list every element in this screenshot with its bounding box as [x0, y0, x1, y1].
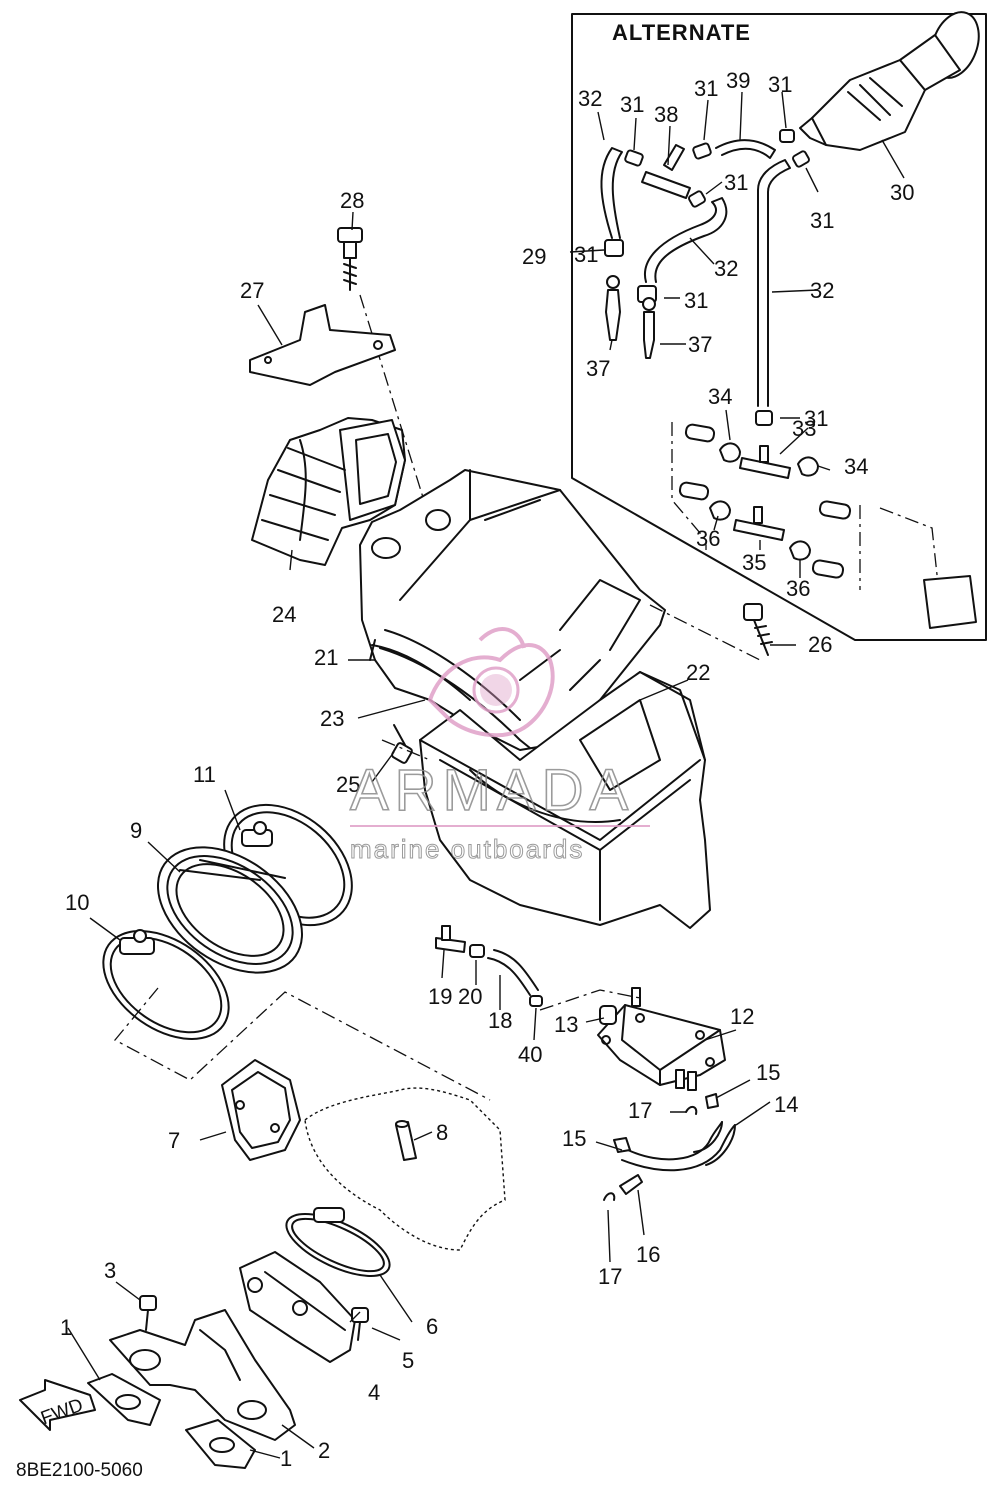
fuel-line-parts — [603, 1093, 736, 1201]
callout-32-c: 32 — [810, 278, 834, 303]
callout-16: 16 — [636, 1242, 660, 1267]
silencer-duct-24-part — [251, 417, 406, 566]
clamp-6-part — [285, 1207, 391, 1277]
bolt-25-part — [381, 724, 431, 764]
callout-leaders — [67, 211, 796, 1459]
callout-10: 10 — [65, 890, 89, 915]
callout-36-b: 36 — [786, 576, 810, 601]
callout-20: 20 — [458, 984, 482, 1009]
fwd-arrow-icon: FWD — [19, 1379, 96, 1431]
callout-25: 25 — [336, 772, 360, 797]
watermark-logo-icon — [427, 627, 555, 738]
callout-39: 39 — [726, 68, 750, 93]
callout-34-b: 34 — [844, 454, 868, 479]
callout-18: 18 — [488, 1008, 512, 1033]
drawing-code: 8BE2100-5060 — [16, 1460, 143, 1481]
callout-7: 7 — [168, 1128, 180, 1153]
callout-14: 14 — [774, 1092, 798, 1117]
silencer-case-21-part — [359, 469, 666, 751]
callout-31-c: 31 — [768, 72, 792, 97]
callout-9: 9 — [130, 818, 142, 843]
callout-37-right: 37 — [688, 332, 712, 357]
callout-3: 3 — [104, 1258, 116, 1283]
callout-6: 6 — [426, 1314, 438, 1339]
lower-inset-parts — [671, 422, 977, 629]
callout-8: 8 — [436, 1120, 448, 1145]
callout-31-b: 31 — [694, 76, 718, 101]
callout-5: 5 — [402, 1348, 414, 1373]
callout-17-upper: 17 — [628, 1098, 652, 1123]
callout-1-lower: 1 — [280, 1446, 292, 1471]
fuel-pump-12-part — [597, 987, 726, 1091]
callout-1-upper: 1 — [60, 1315, 72, 1340]
callout-21: 21 — [314, 645, 338, 670]
joint-4-part — [239, 1251, 356, 1363]
callout-26: 26 — [808, 632, 832, 657]
t-joint-part — [641, 144, 691, 199]
fitting-parts — [435, 925, 641, 1011]
callout-23: 23 — [320, 706, 344, 731]
callout-32-a: 32 — [578, 86, 602, 111]
callout-27: 27 — [240, 278, 264, 303]
callout-4: 4 — [368, 1380, 380, 1405]
callout-11: 11 — [193, 762, 216, 787]
callout-2: 2 — [318, 1438, 330, 1463]
bracket-27-part — [249, 304, 396, 386]
hose-8-part — [395, 1120, 417, 1161]
callout-28: 28 — [340, 188, 364, 213]
manifold-2-part — [109, 1309, 296, 1441]
callout-31-h: 31 — [804, 406, 828, 431]
callout-34-a: 34 — [708, 384, 732, 409]
callout-32-b: 32 — [714, 256, 738, 281]
inset-leaders — [569, 91, 905, 578]
nut-13-part — [599, 1005, 617, 1025]
callout-31-a: 31 — [620, 92, 644, 117]
watermark-tagline: marine outboards — [350, 834, 584, 864]
callout-33: 33 — [792, 416, 816, 441]
callout-labels: 28 27 24 21 23 22 25 26 11 9 10 7 8 3 1 … — [16, 68, 914, 1481]
alternate-inset: ALTERNATE — [569, 11, 987, 641]
manifold-7-part — [221, 1059, 301, 1161]
callout-30: 30 — [890, 180, 914, 205]
bolts-3-5-part — [139, 1295, 369, 1341]
callout-31-f: 31 — [574, 242, 598, 267]
joint-parts — [604, 129, 810, 426]
callout-37-left: 37 — [586, 356, 610, 381]
inset-title: ALTERNATE — [612, 20, 751, 45]
joint-9-part — [156, 846, 304, 974]
callout-24: 24 — [272, 602, 296, 627]
fuel-filter-assy-part — [799, 11, 980, 151]
clamp-10-part — [102, 929, 230, 1040]
callout-29: 29 — [522, 244, 546, 269]
callout-17-lower: 17 — [598, 1264, 622, 1289]
engine-outline — [304, 1087, 506, 1251]
callout-35: 35 — [742, 550, 766, 575]
callout-15-left: 15 — [562, 1126, 586, 1151]
armada-watermark: ARMADA marine outboards — [349, 627, 650, 865]
gasket-23-part — [379, 647, 531, 749]
bolt-26-part — [649, 603, 773, 661]
callout-31-e: 31 — [810, 208, 834, 233]
callout-12: 12 — [730, 1004, 754, 1029]
callout-36-a: 36 — [696, 526, 720, 551]
callout-13: 13 — [554, 1012, 578, 1037]
fuel-hose-parts — [600, 139, 791, 407]
callout-40: 40 — [518, 1042, 542, 1067]
callout-31-g: 31 — [684, 288, 708, 313]
check-valve-parts — [605, 275, 656, 359]
callout-22: 22 — [686, 660, 710, 685]
callout-15-right: 15 — [756, 1060, 780, 1085]
watermark-brand: ARMADA — [350, 758, 634, 823]
callout-31-d: 31 — [724, 170, 748, 195]
alignment-line — [113, 987, 491, 1101]
callout-38: 38 — [654, 102, 678, 127]
gasket-1-parts — [87, 1373, 256, 1469]
callout-19: 19 — [428, 984, 452, 1009]
silencer-base-22-part — [419, 671, 711, 929]
